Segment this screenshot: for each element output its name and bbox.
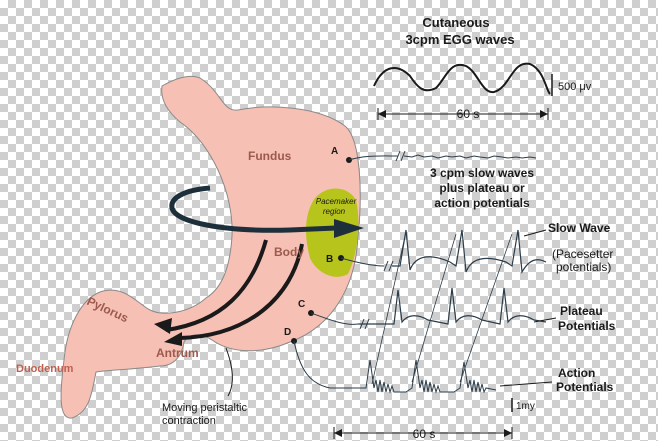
bottom-scale-label: 1my: [516, 401, 535, 412]
pacesetter-label-line2: potentials): [556, 260, 611, 274]
slow-wave-pointer: [523, 229, 547, 237]
fundus-label: Fundus: [248, 149, 292, 163]
plateau-pointer: [533, 317, 557, 323]
egg-time-label: 60 s: [457, 107, 480, 121]
pacemaker-label-line1: Pacemaker: [316, 197, 357, 206]
plateau-label-line2: Potentials: [558, 319, 616, 333]
slow-wave-heading-line2: plus plateau or: [439, 181, 525, 195]
egg-wave: [373, 62, 551, 95]
trace-a: [403, 154, 537, 159]
trace-b: [392, 229, 547, 274]
bottom-time-arrow-right-icon: [504, 429, 512, 437]
point-b-label: B: [326, 254, 333, 265]
slow-wave-heading-line3: action potentials: [434, 196, 530, 210]
peristaltic-arrows: [165, 239, 304, 340]
trace-d: [330, 359, 497, 394]
egg-scale-label: 500 μv: [558, 81, 592, 93]
break-mark-b-icon: [383, 260, 394, 272]
pacemaker-label-line2: region: [323, 207, 346, 216]
peristaltic-pointer: [225, 347, 233, 397]
point-d-label: D: [284, 327, 291, 338]
bottom-time-label: 60 s: [413, 427, 436, 441]
lead-wires: [293, 155, 399, 389]
egg-time-arrow-right-icon: [540, 110, 548, 118]
duodenum-label: Duodenum: [16, 363, 74, 375]
rotation-arrowhead-icon: [334, 219, 364, 238]
bottom-time-arrow-left-icon: [334, 429, 342, 437]
pacesetter-label-line1: (Pacesetter: [552, 247, 613, 261]
body-label: Body: [274, 245, 304, 259]
break-mark-a-icon: [395, 150, 406, 162]
trace-connectors: [371, 231, 513, 385]
egg-title-line2: 3cpm EGG waves: [405, 32, 514, 47]
slow-wave-label: Slow Wave: [548, 221, 611, 235]
point-a-label: A: [331, 146, 338, 157]
action-pointer: [499, 381, 553, 387]
stomach-shape: [60, 75, 361, 419]
peristaltic-label-line2: contraction: [162, 415, 216, 427]
peristaltic-label-line1: Moving peristaltic: [162, 402, 247, 414]
plateau-label-line1: Plateau: [560, 304, 603, 318]
peristaltic-arrowhead-icon-1: [154, 318, 172, 334]
action-label-line1: Action: [558, 366, 595, 380]
peristaltic-arrowhead-icon-2: [164, 332, 182, 346]
pacemaker-region: [305, 188, 359, 277]
egg-time-arrow-left-icon: [378, 110, 386, 118]
slow-wave-heading-line1: 3 cpm slow waves: [430, 166, 534, 180]
action-label-line2: Potentials: [556, 380, 614, 394]
rotation-ring-back: [169, 185, 337, 233]
break-mark-c-icon: [359, 318, 370, 330]
egg-title-line1: Cutaneous: [422, 15, 489, 30]
antrum-label: Antrum: [156, 346, 199, 360]
trace-c: [358, 287, 547, 325]
point-c-label: C: [298, 299, 305, 310]
